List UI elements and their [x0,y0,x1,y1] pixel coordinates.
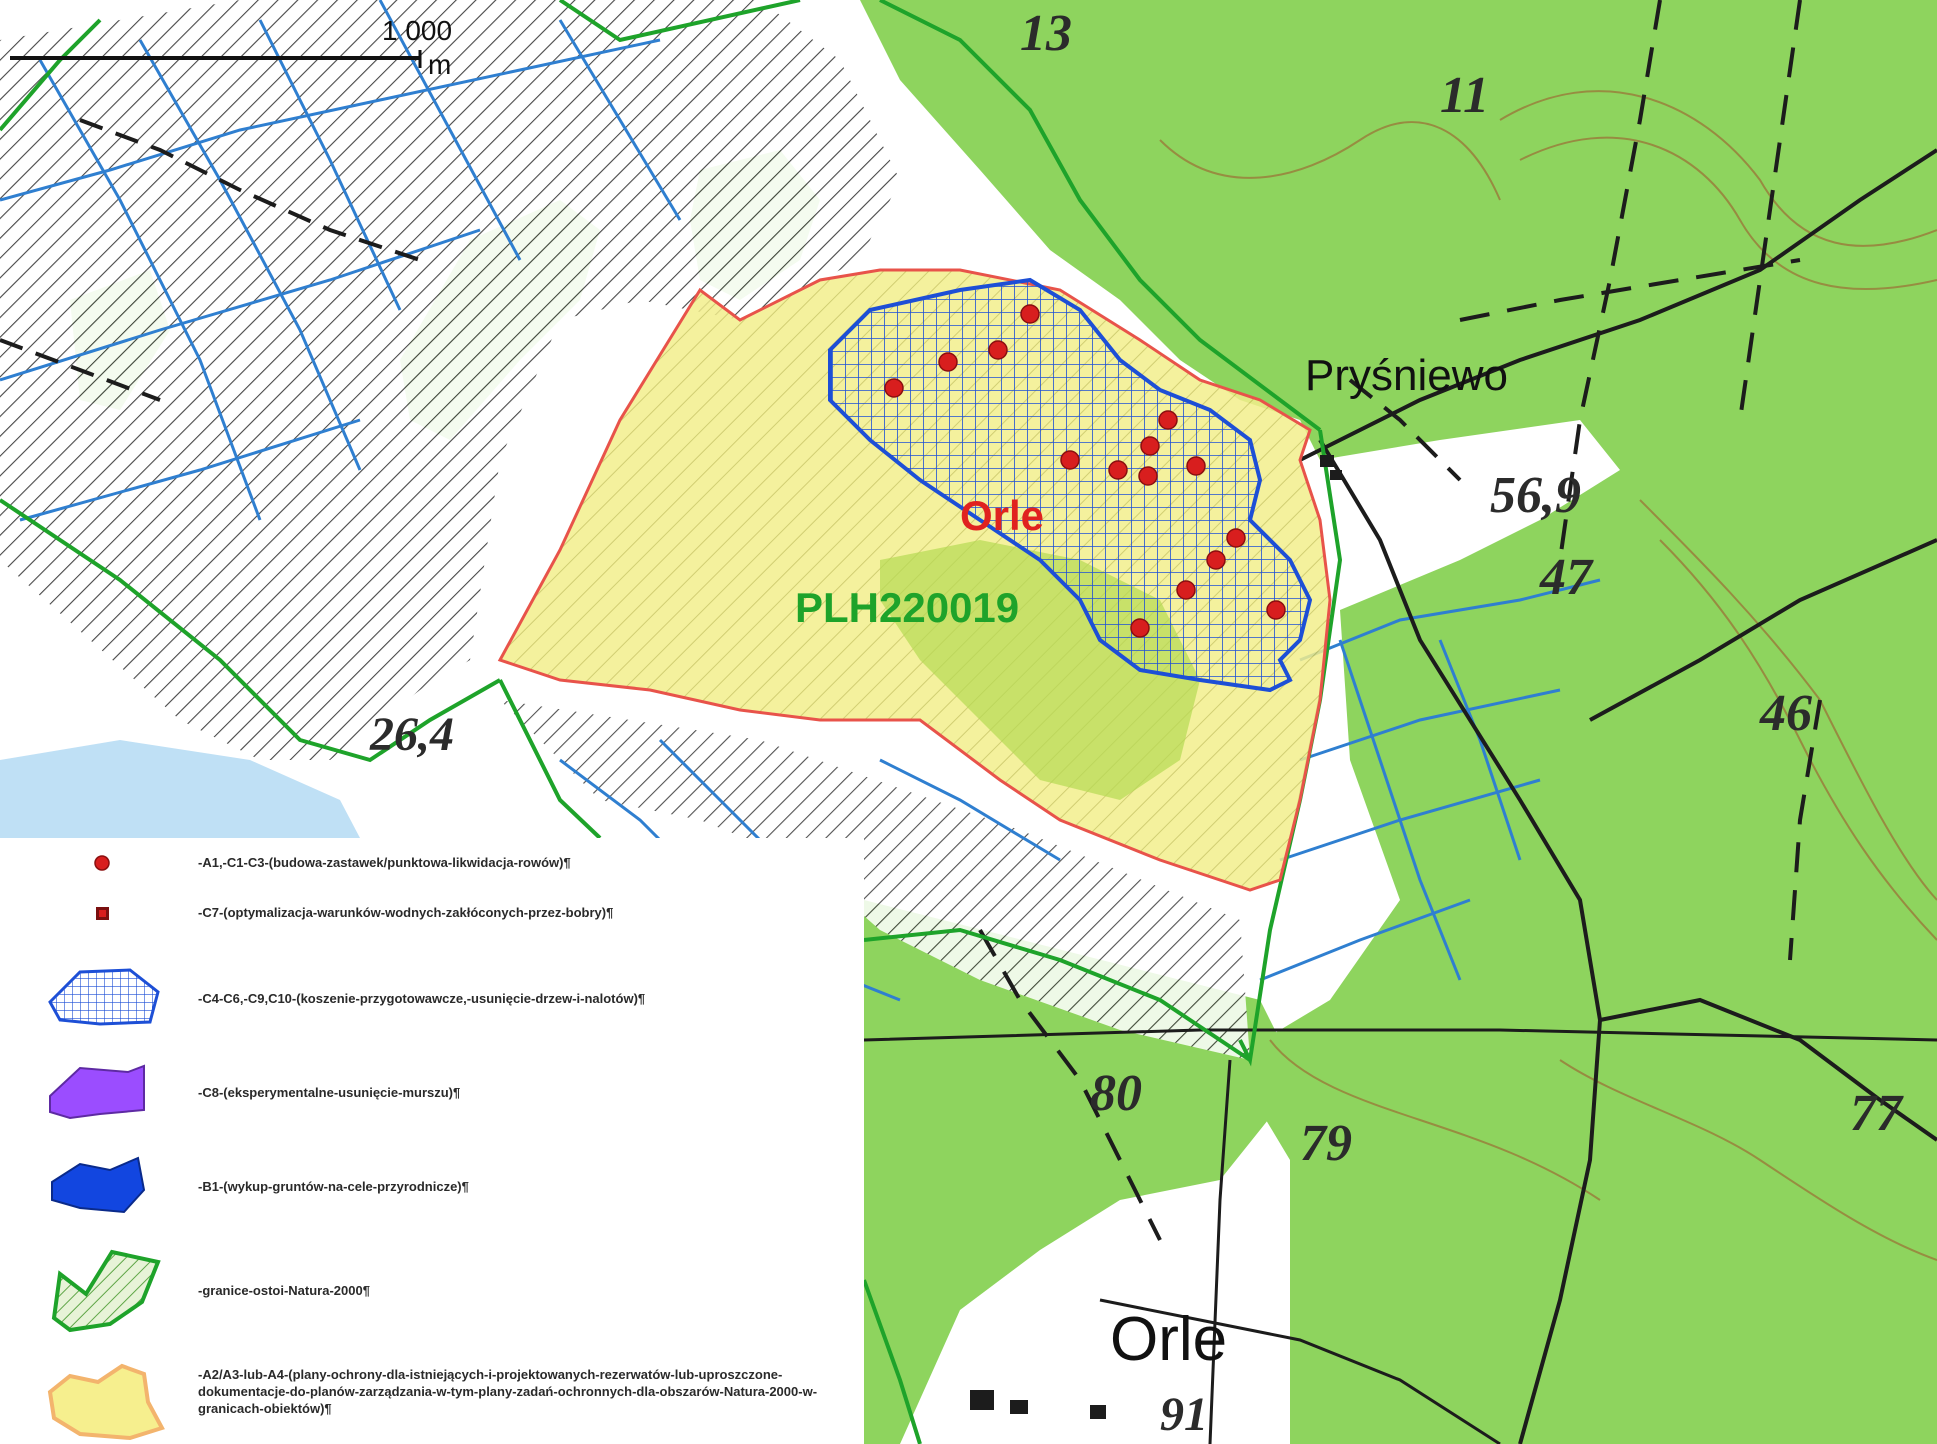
forest-section-label: 91 [1160,1388,1208,1441]
legend-item: -B1-(wykup-gruntów-na-cele-przyrodnicze)… [0,1144,864,1224]
forest-section-label: 80 [1090,1065,1142,1122]
elevation-label-2: 26,4 [369,708,454,761]
purple-polygon-icon [49,1064,145,1120]
dam-points [884,304,1286,638]
scale-bar-unit: m [428,49,451,80]
ditch-network [0,0,1601,1002]
legend-item-label: -C4-C6,-C9,C10-(koszenie-przygotowawcze,… [198,991,646,1006]
legend-item-label: -granice-ostoi-Natura-2000¶ [198,1283,370,1298]
legend-item: -A1,-C1-C3-(budowa-zastawek/punktowa-lik… [0,838,864,888]
elevation-label-1: 56,9 [1490,467,1581,524]
forest-section-label: 46 [1759,685,1812,742]
forest-section-label: 77 [1850,1085,1904,1142]
blue-grid-polygon-icon [48,968,160,1026]
forest-area-east [860,0,1937,1444]
legend-item-label: -A1,-C1-C3-(budowa-zastawek/punktowa-lik… [198,855,571,870]
forest-section-label: 47 [1539,549,1594,606]
legend-item-label: -A2/A3-lub-A4-(plany-ochrony-dla-istniej… [198,1367,818,1416]
drained-meadow-south [500,700,1250,1060]
lake [0,740,360,838]
yellow-polygon-icon [47,1363,165,1441]
village-buildings [970,455,1342,1419]
green-hatched-polygon-icon [51,1249,161,1333]
legend-item: -C7-(optymalizacja-warunków-wodnych-zakł… [0,888,864,938]
natura-code-label: PLH220019 [795,584,1019,631]
place-orle-label: Orle [1110,1305,1227,1374]
legend-item-label: -C7-(optymalizacja-warunków-wodnych-zakł… [198,905,614,920]
place-prysniewo-label: Pryśniewo [1305,351,1508,400]
legend-item: -A2/A3-lub-A4-(plany-ochrony-dla-istniej… [0,1348,864,1444]
red-dot-icon [94,855,110,871]
scale-bar: 1 000 m [10,15,452,80]
forest-section-label: 11 [1440,67,1489,124]
legend-item-label: -C8-(eksperymentalne-usunięcie-murszu)¶ [198,1085,461,1100]
dark-red-square-icon [96,907,109,920]
legend-item: -granice-ostoi-Natura-2000¶ [0,1238,864,1338]
forest-section-label: 13 [1020,5,1072,62]
reserve-name-label: Orle [960,492,1044,539]
legend-item: -C4-C6,-C9,C10-(koszenie-przygotowawcze,… [0,956,864,1036]
legend-panel: -A1,-C1-C3-(budowa-zastawek/punktowa-lik… [0,838,864,1444]
forest-section-label: 79 [1300,1115,1352,1172]
legend-item-label: -B1-(wykup-gruntów-na-cele-przyrodnicze)… [198,1179,469,1194]
contour-lines [1159,90,1937,1261]
blue-polygon-icon [51,1156,146,1214]
legend-item: -C8-(eksperymentalne-usunięcie-murszu)¶ [0,1050,864,1130]
scale-bar-value: 1 000 [382,15,452,46]
